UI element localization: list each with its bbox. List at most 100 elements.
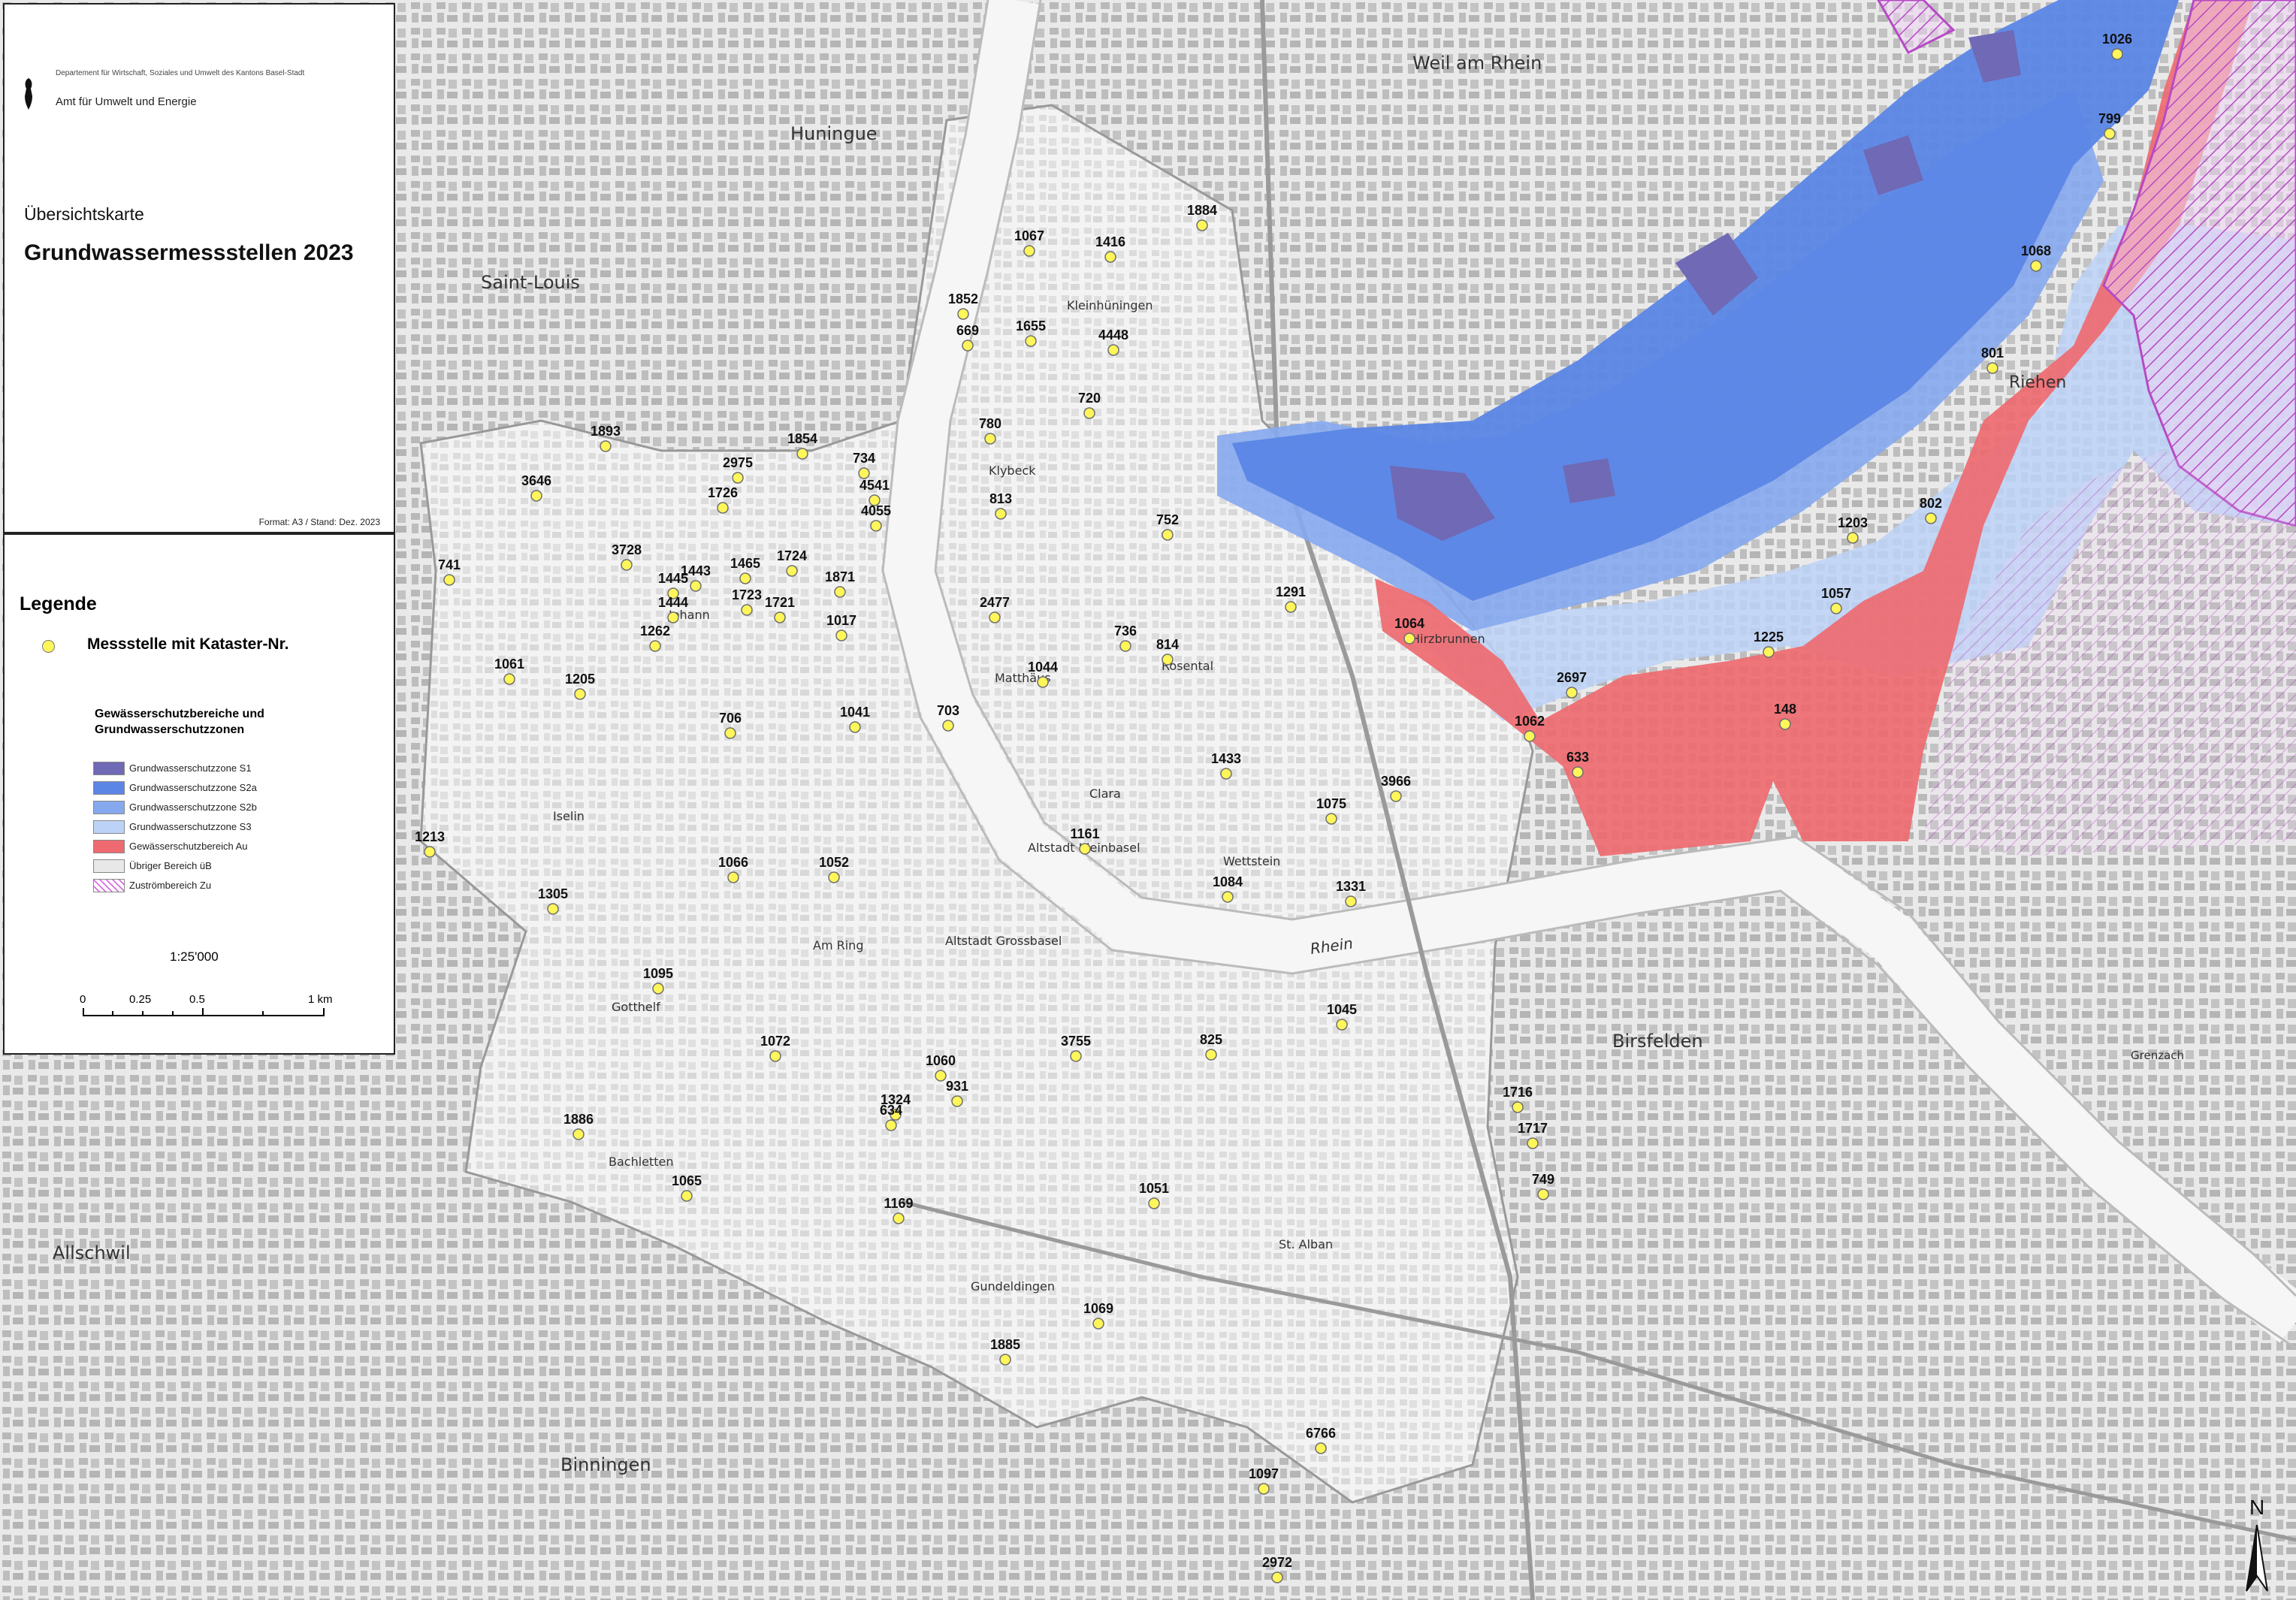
station-dot[interactable] [1205, 1049, 1217, 1061]
station-marker[interactable]: 3646 [521, 473, 551, 502]
station-marker[interactable]: 1072 [760, 1034, 790, 1062]
station-dot[interactable] [869, 494, 881, 506]
station-marker[interactable]: 6766 [1306, 1426, 1336, 1454]
station-dot[interactable] [1104, 251, 1116, 263]
station-marker[interactable]: 1305 [538, 886, 568, 915]
station-marker[interactable]: 2972 [1262, 1555, 1292, 1583]
station-dot[interactable] [1107, 344, 1119, 356]
station-marker[interactable]: 1213 [415, 829, 445, 858]
station-marker[interactable]: 1203 [1838, 515, 1868, 544]
station-dot[interactable] [858, 467, 870, 479]
station-marker[interactable]: 1097 [1249, 1466, 1279, 1495]
station-dot[interactable] [2104, 128, 2116, 140]
station-marker[interactable]: 1026 [2102, 32, 2132, 60]
station-dot[interactable] [741, 604, 753, 616]
station-dot[interactable] [652, 983, 664, 995]
station-dot[interactable] [1830, 602, 1842, 614]
station-marker[interactable]: 4448 [1098, 328, 1128, 356]
station-marker[interactable]: 1205 [565, 672, 595, 700]
station-dot[interactable] [1403, 632, 1415, 645]
station-marker[interactable]: 1465 [730, 556, 760, 584]
station-marker[interactable]: 1885 [990, 1337, 1020, 1366]
station-dot[interactable] [1390, 790, 1402, 802]
station-dot[interactable] [1763, 646, 1775, 658]
station-marker[interactable]: 1062 [1515, 714, 1545, 742]
station-marker[interactable]: 634 [880, 1103, 902, 1131]
station-dot[interactable] [870, 520, 882, 532]
station-marker[interactable]: 1067 [1014, 228, 1044, 257]
station-dot[interactable] [1537, 1188, 1549, 1200]
station-dot[interactable] [1566, 687, 1578, 699]
station-marker[interactable]: 736 [1114, 623, 1137, 652]
station-dot[interactable] [957, 308, 969, 320]
station-marker[interactable]: 1066 [718, 855, 748, 883]
station-dot[interactable] [1512, 1101, 1524, 1113]
station-marker[interactable]: 1161 [1070, 826, 1100, 855]
station-dot[interactable] [1315, 1442, 1327, 1454]
station-dot[interactable] [1037, 676, 1049, 688]
station-dot[interactable] [1119, 640, 1131, 652]
station-marker[interactable]: 1057 [1821, 586, 1851, 614]
station-dot[interactable] [774, 611, 786, 623]
station-dot[interactable] [796, 448, 808, 460]
station-marker[interactable]: 1084 [1213, 874, 1243, 903]
station-dot[interactable] [727, 871, 739, 883]
station-marker[interactable]: 931 [946, 1079, 968, 1107]
station-marker[interactable]: 2975 [723, 455, 753, 484]
station-dot[interactable] [2111, 48, 2123, 60]
station-dot[interactable] [989, 611, 1001, 623]
station-marker[interactable]: 1852 [948, 291, 978, 320]
station-dot[interactable] [995, 508, 1007, 520]
station-marker[interactable]: 3966 [1381, 774, 1411, 802]
station-dot[interactable] [1025, 335, 1037, 347]
station-marker[interactable]: 780 [979, 416, 1001, 445]
station-dot[interactable] [885, 1119, 897, 1131]
station-dot[interactable] [1345, 895, 1357, 907]
station-dot[interactable] [530, 490, 542, 502]
station-dot[interactable] [1285, 601, 1297, 613]
station-marker[interactable]: 4541 [859, 478, 890, 506]
station-marker[interactable]: 1017 [826, 613, 856, 642]
station-marker[interactable]: 669 [956, 323, 979, 352]
station-marker[interactable]: 1445 [658, 571, 688, 599]
station-dot[interactable] [690, 580, 702, 592]
station-marker[interactable]: 148 [1774, 702, 1796, 730]
station-dot[interactable] [999, 1354, 1011, 1366]
station-marker[interactable]: 706 [719, 711, 742, 739]
station-dot[interactable] [962, 340, 974, 352]
station-dot[interactable] [1079, 843, 1091, 855]
station-dot[interactable] [951, 1095, 963, 1107]
station-marker[interactable]: 1884 [1187, 203, 1217, 231]
station-dot[interactable] [1196, 219, 1208, 231]
station-marker[interactable]: 1433 [1211, 751, 1241, 780]
station-marker[interactable]: 825 [1200, 1032, 1222, 1061]
station-dot[interactable] [769, 1050, 781, 1062]
station-dot[interactable] [1847, 532, 1859, 544]
station-marker[interactable]: 1262 [640, 623, 670, 652]
station-dot[interactable] [724, 727, 736, 739]
station-dot[interactable] [1325, 813, 1337, 825]
station-dot[interactable] [1572, 766, 1584, 778]
station-marker[interactable]: 1726 [708, 485, 738, 514]
station-marker[interactable]: 1721 [765, 595, 795, 623]
station-dot[interactable] [1023, 245, 1035, 257]
station-marker[interactable]: 1416 [1095, 234, 1125, 263]
station-dot[interactable] [828, 871, 840, 883]
station-dot[interactable] [717, 502, 729, 514]
station-dot[interactable] [649, 640, 661, 652]
station-dot[interactable] [935, 1070, 947, 1082]
station-dot[interactable] [835, 629, 847, 642]
station-marker[interactable]: 1051 [1139, 1181, 1169, 1209]
station-marker[interactable]: 752 [1156, 512, 1179, 541]
station-dot[interactable] [1524, 730, 1536, 742]
station-marker[interactable]: 3728 [612, 542, 642, 571]
station-dot[interactable] [1220, 768, 1232, 780]
station-marker[interactable]: 1291 [1276, 584, 1306, 613]
station-dot[interactable] [1925, 512, 1937, 524]
station-dot[interactable] [424, 846, 436, 858]
station-dot[interactable] [732, 472, 744, 484]
station-marker[interactable]: 1045 [1327, 1002, 1357, 1031]
station-dot[interactable] [1070, 1050, 1082, 1062]
station-dot[interactable] [1258, 1483, 1270, 1495]
station-marker[interactable]: 1871 [825, 569, 855, 598]
